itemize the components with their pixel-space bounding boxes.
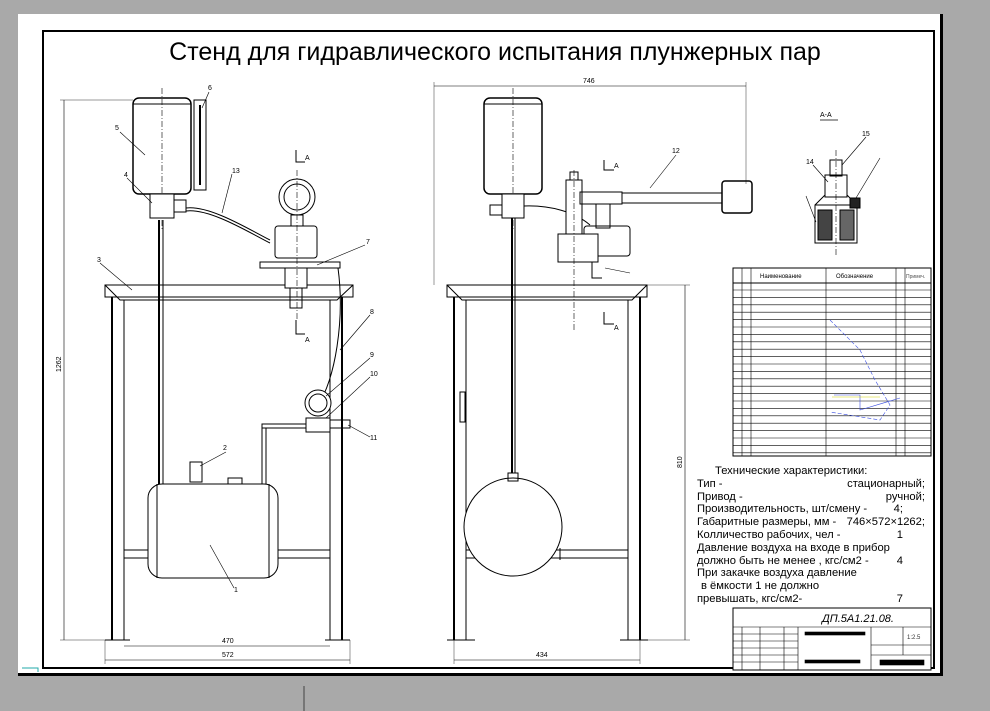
spec-header-designation: Обозначение	[836, 274, 874, 280]
tech-row-label: превышать, кгс/см2-	[697, 592, 803, 605]
tech-row: превышать, кгс/см2- 7	[697, 593, 929, 606]
position-label-11: 11	[370, 435, 377, 442]
tech-row-label: Давление воздуха на входе в прибор	[697, 541, 890, 554]
dim-right-width-bottom: 434	[536, 652, 548, 659]
tech-row: Габаритные размеры, мм - 746×572×1262;	[697, 516, 929, 529]
position-label-7: 7	[366, 239, 370, 246]
tech-row: Привод - ручной;	[697, 491, 929, 504]
tech-row: Колличество рабочих, чел - 1	[697, 529, 929, 542]
tech-header: Технические характеристики:	[715, 465, 868, 477]
tech-row: должно быть не менее , кгс/см2 - 4	[697, 555, 929, 568]
title-block	[732, 607, 932, 671]
position-label-6: 6	[208, 85, 212, 92]
position-label-8: 8	[370, 309, 374, 316]
spec-header-name: Наименование	[760, 274, 802, 280]
tech-row-label: Тип -	[697, 477, 723, 490]
tech-row-label: в ёмкости 1 не должно	[701, 580, 820, 593]
tech-row-value: стационарный;	[847, 477, 925, 490]
tech-row: Давление воздуха на входе в прибор	[697, 542, 929, 555]
dim-right-width-top: 746	[583, 78, 595, 85]
tech-row-label: Привод -	[697, 490, 743, 503]
section-label: А-А	[820, 112, 832, 119]
dim-right-height: 810	[677, 456, 684, 468]
document-stamp: ДП.5А1.21.08.	[822, 613, 894, 625]
dim-left-width-outer: 572	[222, 652, 234, 659]
position-label-9: 9	[370, 352, 374, 359]
tech-row: Тип - стационарный;	[697, 478, 929, 491]
tech-row: При закачке воздуха давление	[697, 567, 929, 580]
drawing-scale: 1:2.5	[907, 635, 921, 641]
tech-row-value: 4;	[893, 503, 903, 516]
tech-row-value: 7	[896, 592, 903, 605]
cut-mark-bottom-left: А	[305, 337, 310, 344]
position-label-10: 10	[370, 371, 378, 378]
position-label-14: 14	[806, 159, 814, 166]
cut-mark-top-left: А	[305, 155, 310, 162]
spec-header-note: Примеч.	[906, 274, 925, 280]
tech-row: в ёмкости 1 не должно	[697, 580, 929, 593]
position-label-13: 13	[232, 168, 240, 175]
dim-left-height: 1262	[56, 356, 63, 372]
position-label-15: 15	[862, 131, 870, 138]
position-label-12: 12	[672, 148, 680, 155]
tech-row-value: 746×572×1262;	[846, 516, 925, 529]
side-view	[433, 82, 753, 664]
position-label-4: 4	[124, 172, 128, 179]
technical-characteristics: Технические характеристики: Тип - стацион…	[697, 465, 929, 606]
position-label-1: 1	[234, 587, 238, 594]
tech-row-label: должно быть не менее , кгс/см2 -	[697, 554, 869, 567]
section-a-a	[805, 119, 881, 255]
tech-row-label: Производительность, шт/смену -	[697, 503, 868, 516]
position-label-5: 5	[115, 125, 119, 132]
tech-row: Производительность, шт/смену - 4;	[697, 503, 929, 516]
drawing-title: Стенд для гидравлического испытания плун…	[169, 38, 821, 66]
specification-table: Наименование Обозначение Примеч.	[732, 267, 932, 457]
tech-row-value: 1	[896, 528, 903, 541]
tech-row-label: Габаритные размеры, мм -	[697, 516, 837, 529]
cut-mark-bottom-right: А	[614, 325, 619, 332]
tech-row-label: Колличество рабочих, чел -	[697, 528, 841, 541]
position-label-2: 2	[223, 445, 227, 452]
front-view	[60, 88, 371, 664]
drawing-frame	[42, 30, 935, 669]
position-label-3: 3	[97, 257, 101, 264]
tech-row-label: При закачке воздуха давление	[697, 567, 857, 580]
dim-left-width-inner: 470	[222, 638, 234, 645]
tech-row-value: ручной;	[885, 490, 925, 503]
cut-mark-top-right: А	[614, 163, 619, 170]
tech-row-value: 4	[896, 554, 903, 567]
